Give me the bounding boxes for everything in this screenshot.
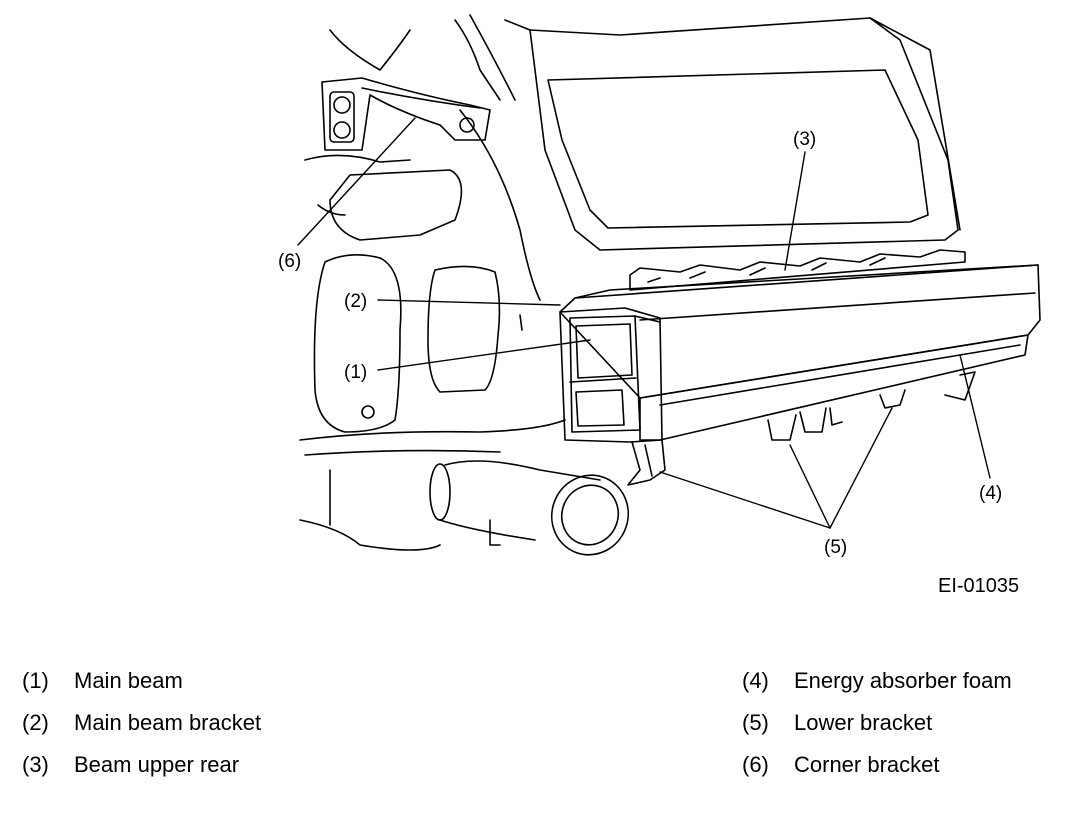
legend-label: Main beam [74, 668, 183, 693]
legend-number: (4) [742, 668, 769, 693]
callout-5: (5) [824, 537, 848, 558]
callout-1: (1) [344, 362, 368, 383]
leader-lines [297, 117, 991, 529]
callout-6: (6) [278, 251, 302, 272]
legend-item: (2) Main beam bracket [22, 702, 422, 744]
legend-item: (3) Beam upper rear [22, 744, 422, 786]
legend-left: (1) Main beam (2) Main beam bracket (3) … [22, 660, 422, 786]
legend-item: (6) Corner bracket [742, 744, 1062, 786]
legend-label: Beam upper rear [74, 752, 240, 777]
callout-4: (4) [979, 483, 1003, 504]
legend-number: (5) [742, 710, 769, 735]
bumper-beam-diagram [297, 14, 1041, 556]
corner-bracket [321, 77, 491, 151]
legend-number: (6) [742, 752, 769, 777]
legend-label: Lower bracket [794, 710, 933, 735]
legend-right: (4) Energy absorber foam (5) Lower brack… [742, 660, 1062, 786]
hatch-window [454, 14, 961, 251]
legend-item: (1) Main beam [22, 660, 422, 702]
body-panel [299, 29, 566, 551]
legend-number: (2) [22, 710, 49, 735]
main-beam-end [559, 307, 663, 443]
callout-3: (3) [793, 129, 817, 150]
legend-number: (1) [22, 668, 49, 693]
legend-item: (5) Lower bracket [742, 702, 1062, 744]
legend-item: (4) Energy absorber foam [742, 660, 1062, 702]
exhaust-tailpipe [429, 460, 630, 556]
legend-label: Energy absorber foam [794, 668, 1012, 693]
lower-brackets [627, 389, 906, 486]
figure-id: EI-01035 [938, 575, 1020, 597]
callout-2: (2) [344, 291, 368, 312]
legend-number: (3) [22, 752, 49, 777]
legend-label: Corner bracket [794, 752, 940, 777]
legend-label: Main beam bracket [74, 710, 262, 735]
beam-upper-rear [629, 249, 966, 291]
